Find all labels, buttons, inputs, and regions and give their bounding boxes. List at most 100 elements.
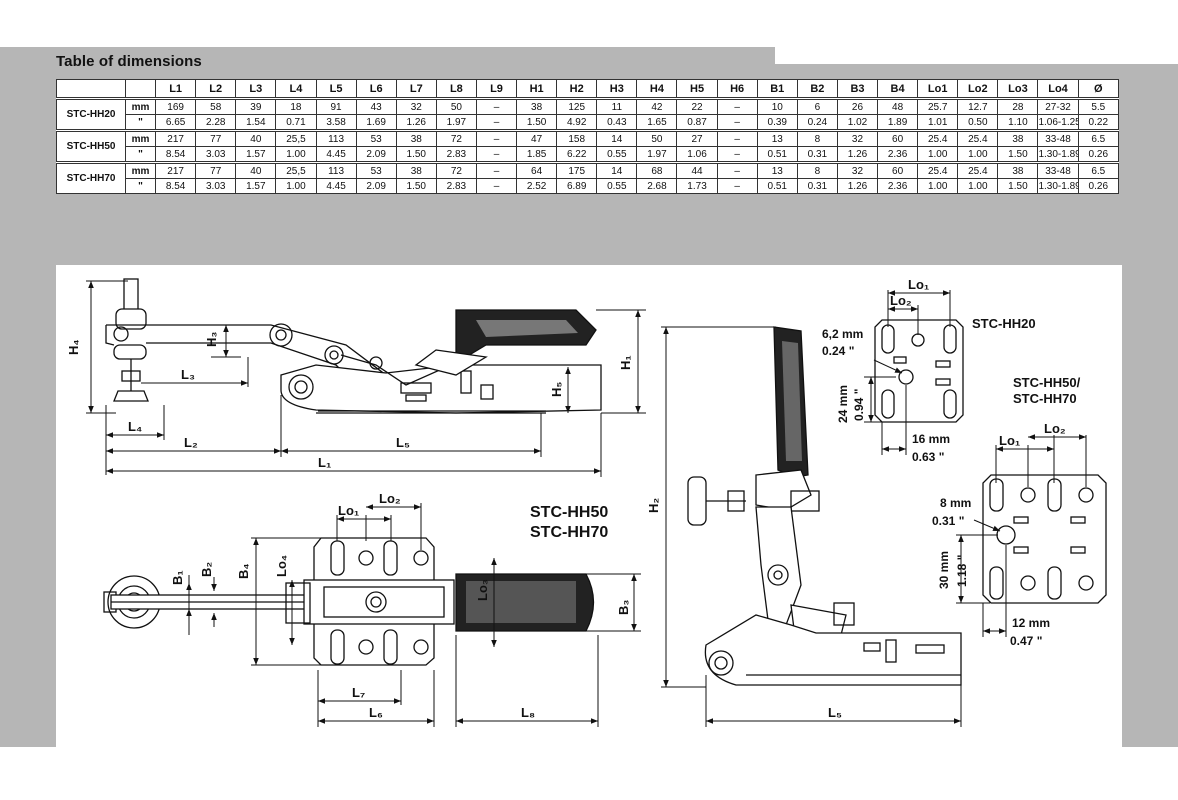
value-cell: 0.55 xyxy=(596,146,638,163)
value-cell: 1.00 xyxy=(957,178,999,194)
value-cell: 25.4 xyxy=(917,129,959,147)
value-cell: 38 xyxy=(395,161,437,179)
label-b1: B₁ xyxy=(170,570,185,585)
value-cell: 72 xyxy=(435,129,477,147)
value-cell: 6.5 xyxy=(1077,129,1120,147)
model-name-cell: STC-HH20 xyxy=(55,97,127,131)
value-cell: 1.50 xyxy=(997,146,1039,163)
hh50-horiz-in: 0.47 " xyxy=(1010,634,1042,648)
value-cell: 0.51 xyxy=(756,146,798,163)
label-h3: H₃ xyxy=(204,332,219,347)
model-name-cell: STC-HH70 xyxy=(55,161,127,194)
value-cell: 53 xyxy=(355,161,397,179)
vertical-view-dimensions xyxy=(661,326,962,727)
technical-drawing: H₄ H₃ L₃ L₄ L₂ L₅ L₁ H₅ H₁ Lo₁ Lo₂ B₁ B₂… xyxy=(56,265,1122,747)
value-cell: 113 xyxy=(315,161,357,179)
hh20-hole-mm: 6,2 mm xyxy=(822,327,863,341)
value-cell: 58 xyxy=(195,97,237,115)
value-cell: 91 xyxy=(315,97,357,115)
label-lo2: Lo₂ xyxy=(379,491,401,506)
label-lo3: Lo₃ xyxy=(475,579,490,601)
value-cell: 4.45 xyxy=(315,178,357,194)
value-cell: 0.26 xyxy=(1077,146,1120,163)
value-cell: 25.4 xyxy=(957,129,999,147)
value-cell: 1.06-1.25 xyxy=(1037,114,1079,131)
value-cell: 0.71 xyxy=(275,114,317,131)
value-cell: 2.09 xyxy=(355,146,397,163)
value-cell: 113 xyxy=(315,129,357,147)
hh20-hole-in: 0.24 " xyxy=(822,344,854,358)
value-cell: 40 xyxy=(235,161,277,179)
value-cell: – xyxy=(475,97,518,115)
label-h2: H₂ xyxy=(646,498,661,513)
value-cell: 0.43 xyxy=(596,114,638,131)
unit-cell: mm xyxy=(125,97,157,115)
value-cell: 6.89 xyxy=(556,178,598,194)
value-cell: – xyxy=(475,161,518,179)
value-cell: 1.50 xyxy=(997,178,1039,194)
vertical-view-clamp xyxy=(687,326,962,686)
column-header: H4 xyxy=(636,79,678,99)
column-header: Lo4 xyxy=(1037,79,1079,99)
label-b3: B₃ xyxy=(616,600,631,615)
column-header: L6 xyxy=(355,79,397,99)
model-label-plan-2: STC-HH70 xyxy=(530,524,608,541)
value-cell: 14 xyxy=(596,161,638,179)
column-header xyxy=(125,79,157,99)
value-cell: 2.36 xyxy=(877,178,919,194)
unit-cell: " xyxy=(125,114,157,131)
value-cell: 32 xyxy=(836,161,879,179)
model-label-hh20: STC-HH20 xyxy=(972,316,1036,331)
label-b2: B₂ xyxy=(199,562,214,577)
value-cell: 1.54 xyxy=(235,114,277,131)
model-name-cell: STC-HH50 xyxy=(55,129,127,163)
value-cell: 1.26 xyxy=(836,178,879,194)
value-cell: 6.65 xyxy=(155,114,197,131)
value-cell: 11 xyxy=(596,97,638,115)
value-cell: 2.28 xyxy=(195,114,237,131)
label-l6: L₆ xyxy=(369,705,383,720)
value-cell: 1.73 xyxy=(676,178,718,194)
value-cell: 1.50 xyxy=(516,114,558,131)
value-cell: 53 xyxy=(355,129,397,147)
value-cell: 8.54 xyxy=(155,178,197,194)
value-cell: 27-32 xyxy=(1037,97,1079,115)
hh50-plate-dimensions xyxy=(956,434,1087,637)
value-cell: 25.4 xyxy=(917,161,959,179)
value-cell: – xyxy=(716,146,758,163)
value-cell: 6.22 xyxy=(556,146,598,163)
label-hh50-lo2: Lo₂ xyxy=(1044,421,1066,436)
value-cell: 77 xyxy=(195,129,237,147)
column-header xyxy=(55,79,127,99)
side-view-clamp xyxy=(105,278,602,414)
value-cell: 0.55 xyxy=(596,178,638,194)
value-cell: 28 xyxy=(997,97,1039,115)
value-cell: 44 xyxy=(676,161,718,179)
value-cell: 72 xyxy=(435,161,477,179)
value-cell: 1.26 xyxy=(395,114,437,131)
value-cell: 26 xyxy=(836,97,879,115)
value-cell: 0.31 xyxy=(796,178,838,194)
column-header: Ø xyxy=(1077,79,1120,99)
value-cell: 1.57 xyxy=(235,146,277,163)
value-cell: 2.83 xyxy=(435,146,477,163)
label-l3: L₃ xyxy=(181,367,195,382)
value-cell: 1.00 xyxy=(917,178,959,194)
plan-view-clamp xyxy=(103,537,595,666)
value-cell: 175 xyxy=(556,161,598,179)
value-cell: 43 xyxy=(355,97,397,115)
column-header: Lo3 xyxy=(997,79,1039,99)
value-cell: 12.7 xyxy=(957,97,999,115)
value-cell: 1.30-1.89 xyxy=(1037,178,1079,194)
label-l1: L₁ xyxy=(318,455,331,470)
hh50-vert-in: 1.18 " xyxy=(955,555,969,587)
value-cell: 0.39 xyxy=(756,114,798,131)
column-header: L9 xyxy=(475,79,518,99)
value-cell: 13 xyxy=(756,129,798,147)
value-cell: – xyxy=(716,97,758,115)
value-cell: 14 xyxy=(596,129,638,147)
label-lo4: Lo₄ xyxy=(274,555,289,577)
